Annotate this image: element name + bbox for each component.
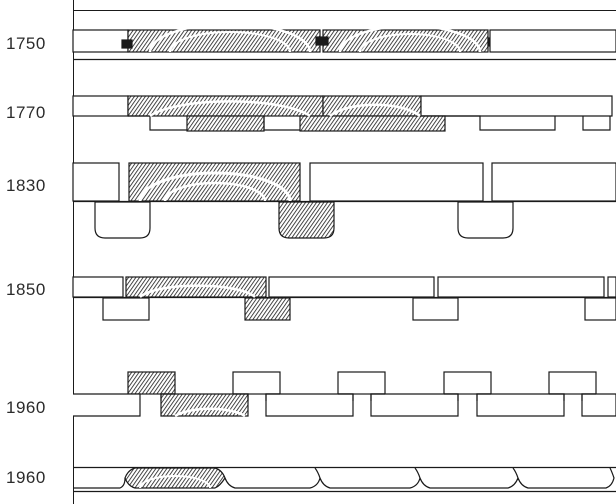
board bbox=[268, 276, 435, 298]
batten-edge bbox=[582, 116, 611, 131]
rebate-lines bbox=[160, 393, 596, 401]
board bbox=[72, 95, 129, 117]
year-label-1770: 1770 bbox=[6, 103, 46, 122]
board bbox=[73, 393, 141, 417]
shiplap-edges bbox=[224, 467, 615, 489]
board bbox=[72, 276, 124, 298]
grain-ring bbox=[174, 407, 246, 418]
batten-grain bbox=[299, 115, 446, 132]
board bbox=[607, 276, 616, 298]
year-label-1850: 1850 bbox=[6, 280, 46, 299]
frame bbox=[73, 0, 616, 504]
board bbox=[476, 393, 565, 417]
shiplap-edge bbox=[73, 477, 126, 489]
board bbox=[370, 393, 459, 417]
grain-ring bbox=[169, 31, 291, 53]
board bbox=[72, 162, 120, 202]
spline bbox=[315, 36, 329, 46]
batten-grain bbox=[186, 115, 265, 132]
batten bbox=[412, 297, 459, 321]
batten bbox=[94, 201, 151, 239]
grain-ring bbox=[138, 171, 292, 202]
grain-ring bbox=[163, 181, 267, 202]
board bbox=[72, 29, 129, 53]
grain-ring bbox=[148, 22, 312, 53]
board bbox=[581, 393, 616, 417]
year-label-1960-rebated: 1960 bbox=[6, 398, 46, 417]
batten bbox=[102, 297, 150, 321]
batten-grain bbox=[278, 201, 335, 239]
grain-ring bbox=[338, 24, 482, 53]
cap bbox=[337, 371, 386, 395]
profile-row-1830 bbox=[72, 162, 616, 239]
batten-edge bbox=[128, 115, 187, 131]
year-label-1750: 1750 bbox=[6, 34, 46, 53]
year-label-1960-shiplap: 1960 bbox=[6, 468, 46, 487]
board bbox=[309, 162, 484, 202]
board bbox=[420, 95, 613, 117]
profile-row-1960-shiplap bbox=[73, 466, 616, 493]
batten bbox=[584, 297, 616, 321]
profile-row-1750 bbox=[72, 22, 616, 61]
cap bbox=[443, 371, 492, 395]
profile-row-1850 bbox=[72, 276, 616, 321]
cap bbox=[548, 371, 597, 395]
batten-grain bbox=[244, 297, 291, 321]
spline bbox=[121, 39, 133, 49]
grain-ring bbox=[139, 475, 211, 489]
grain-ring bbox=[139, 284, 256, 298]
grain-ring bbox=[359, 33, 461, 53]
cap bbox=[232, 371, 281, 395]
board bbox=[265, 393, 354, 417]
year-label-1830: 1830 bbox=[6, 176, 46, 195]
grain-ring bbox=[149, 100, 311, 118]
profile-row-1770 bbox=[72, 95, 613, 132]
board bbox=[491, 162, 616, 202]
batten-edge bbox=[421, 115, 556, 131]
board bbox=[437, 276, 605, 298]
cap-grain bbox=[127, 371, 176, 395]
batten bbox=[457, 201, 514, 239]
batten-edge bbox=[263, 116, 300, 131]
profile-row-1960-rebated bbox=[73, 371, 616, 418]
grain-ring bbox=[329, 103, 421, 117]
board bbox=[489, 29, 616, 53]
